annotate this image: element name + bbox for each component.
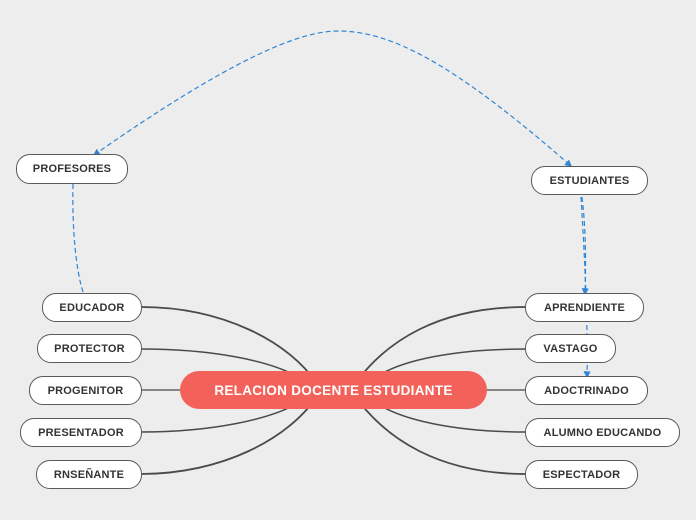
branch-presentador[interactable]: PRESENTADOR (20, 418, 142, 447)
branch-aprendiente[interactable]: APRENDIENTE (525, 293, 644, 322)
branch-espectador[interactable]: ESPECTADOR (525, 460, 638, 489)
branch-protector[interactable]: PROTECTOR (37, 334, 142, 363)
relationship-estudiantes-aprendiente[interactable] (581, 196, 589, 296)
topic-profesores[interactable]: PROFESORES (16, 154, 128, 184)
relationship-profesores-estudiantes[interactable] (92, 30, 573, 167)
branch-vastago[interactable]: VASTAGO (525, 334, 616, 363)
branch-rnsenante[interactable]: RNSEÑANTE (36, 460, 142, 489)
topic-estudiantes[interactable]: ESTUDIANTES (531, 166, 648, 195)
relationship-profesores-educador[interactable] (72, 183, 84, 293)
branch-educador[interactable]: EDUCADOR (42, 293, 142, 322)
central-topic[interactable]: RELACION DOCENTE ESTUDIANTE (180, 371, 487, 409)
branch-alumno-educando[interactable]: ALUMNO EDUCANDO (525, 418, 680, 447)
branch-adoctrinado[interactable]: ADOCTRINADO (525, 376, 648, 405)
branch-progenitor[interactable]: PROGENITOR (29, 376, 142, 405)
